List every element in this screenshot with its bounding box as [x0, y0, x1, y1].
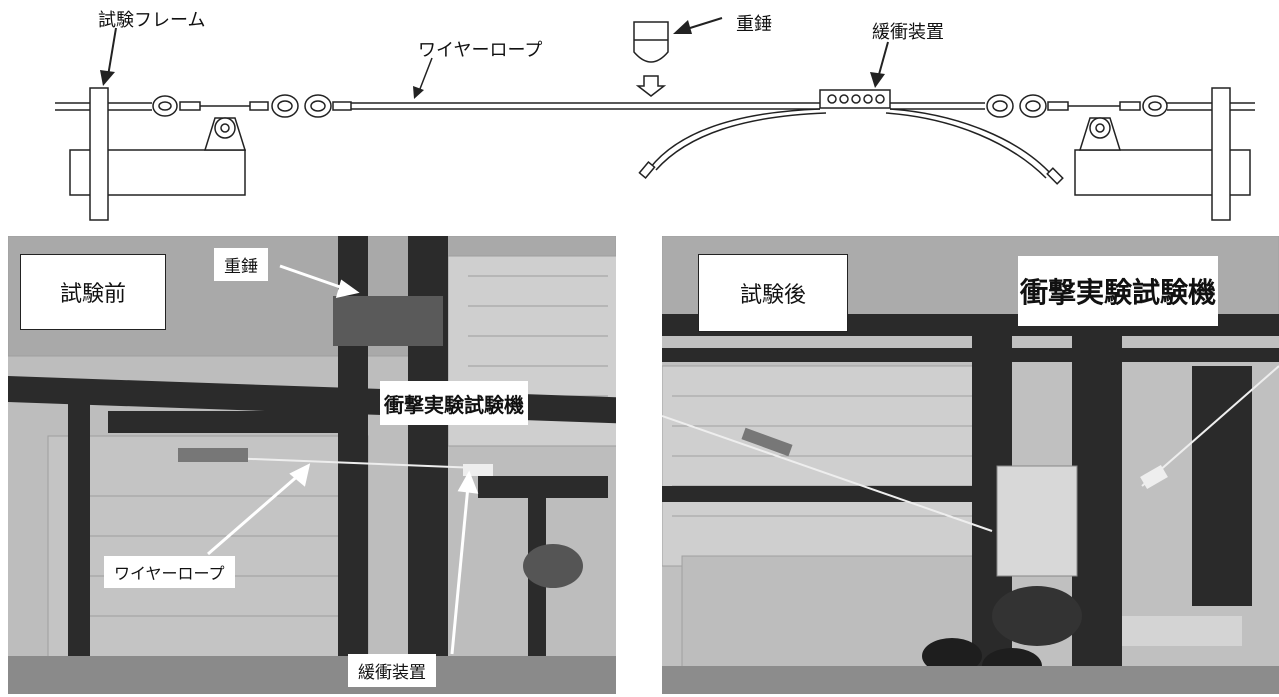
test-frame-pointer	[107, 27, 117, 77]
test-frame-label: 試験フレーム	[98, 10, 206, 31]
right-chain-link-1	[986, 94, 1014, 118]
loose-rope-right	[889, 108, 1053, 176]
photo-after-test: 試験後 衝撃実験試験機	[662, 236, 1279, 694]
after-title-box: 試験後	[698, 254, 848, 332]
loose-rope-left	[649, 108, 821, 169]
right-shackle-icon	[1142, 95, 1168, 117]
apparatus-schematic	[55, 17, 1255, 221]
buffer-device-label: 緩衝装置	[872, 22, 944, 43]
test-apparatus-diagram: 試験フレーム ワイヤーロープ 重錘 緩衝装置	[0, 0, 1279, 230]
buffer-device-callout: 緩衝装置	[348, 654, 436, 687]
before-title-box: 試験前	[20, 254, 166, 330]
left-chain-link-2	[304, 94, 332, 118]
right-frame-post	[1211, 87, 1231, 221]
wire-rope-pointer	[417, 57, 433, 95]
photo-before-test: 試験前 重錘 衝撃実験試験機 ワイヤーロープ 緩衝装置	[8, 236, 616, 694]
weight-pointer	[689, 17, 723, 29]
weight-callout: 重錘	[214, 248, 268, 281]
left-frame-post	[89, 87, 109, 221]
left-chain-link-1	[271, 94, 299, 118]
right-chain-link-2	[1019, 94, 1047, 118]
buffer-device-box	[819, 89, 891, 109]
before-machine-sign: 衝撃実験試験機	[380, 381, 528, 425]
weight-label: 重錘	[736, 14, 772, 35]
after-machine-sign: 衝撃実験試験機	[1018, 256, 1218, 326]
down-arrow-icon	[635, 75, 667, 97]
weight-icon	[633, 21, 669, 63]
wire-rope-callout: ワイヤーロープ	[104, 556, 235, 588]
left-shackle-icon	[152, 95, 178, 117]
wire-rope-label: ワイヤーロープ	[418, 40, 543, 61]
buffer-pointer	[877, 41, 889, 79]
